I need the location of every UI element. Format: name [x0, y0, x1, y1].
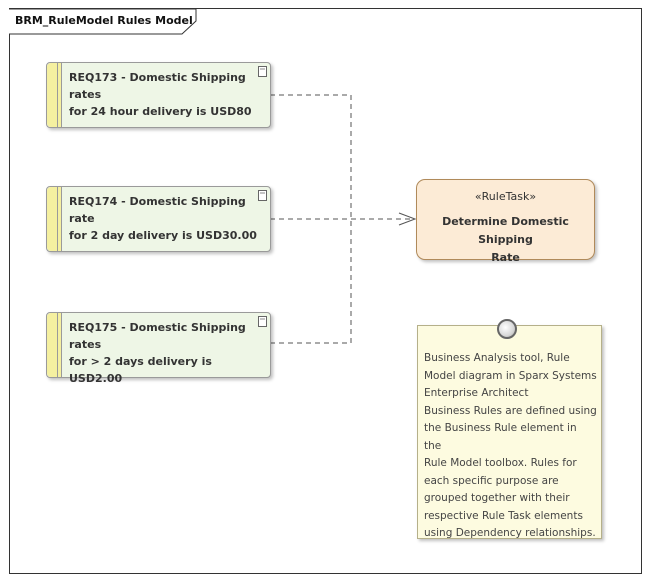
note-line: using Dependency relationships.	[424, 527, 596, 539]
note-line: each specific purpose are	[424, 474, 559, 487]
rule-task-node[interactable]: «RuleTask» Determine Domestic Shipping R…	[416, 179, 595, 264]
note-element[interactable]: Business Analysis tool, Rule Model diagr…	[417, 325, 602, 539]
requirement-icon	[258, 316, 267, 327]
dependency-req173	[270, 94, 352, 219]
requirement-icon	[258, 66, 267, 77]
requirement-line1: REQ175 - Domestic Shipping rates	[69, 321, 246, 351]
requirement-req174[interactable]: REQ174 - Domestic Shipping rate for 2 da…	[46, 186, 271, 252]
dependency-arrowhead	[398, 212, 417, 226]
note-line: Model diagram in Sparx Systems	[424, 369, 597, 382]
requirement-req173[interactable]: REQ173 - Domestic Shipping rates for 24 …	[46, 62, 271, 128]
rule-task-stereotype: «RuleTask»	[474, 190, 537, 203]
note-line: Business Analysis tool, Rule	[424, 352, 570, 364]
requirement-icon	[258, 190, 267, 201]
requirement-req175[interactable]: REQ175 - Domestic Shipping rates for > 2…	[46, 312, 271, 385]
note-line: Enterprise Architect	[424, 387, 529, 399]
note-line: the Business Rule element in the	[424, 422, 577, 452]
requirement-line1: REQ174 - Domestic Shipping rate	[69, 195, 246, 225]
requirement-bar	[47, 313, 62, 377]
requirement-line2: for 24 hour delivery is USD80	[69, 105, 252, 118]
rule-task-name-line2: Rate	[491, 251, 520, 264]
note-line: respective Rule Task elements	[424, 509, 583, 522]
requirement-line1: REQ173 - Domestic Shipping rates	[69, 71, 246, 101]
diagram-title: BRM_RuleModel Rules Model	[15, 14, 193, 27]
note-text: Business Analysis tool, Rule Model diagr…	[424, 350, 597, 543]
pin-icon	[497, 319, 517, 339]
requirement-bar	[47, 63, 62, 127]
note-line: Business Rules are defined using	[424, 404, 597, 417]
note-line: grouped together with their	[424, 492, 570, 504]
rule-task-name-line1: Determine Domestic Shipping	[442, 215, 569, 246]
note-line: Rule Model toolbox. Rules for	[424, 457, 577, 469]
requirement-bar	[47, 187, 62, 251]
requirement-line2: for 2 day delivery is USD30.00	[69, 229, 257, 242]
dependency-req175	[270, 219, 352, 344]
requirement-line2: for > 2 days delivery is USD2.00	[69, 355, 212, 385]
